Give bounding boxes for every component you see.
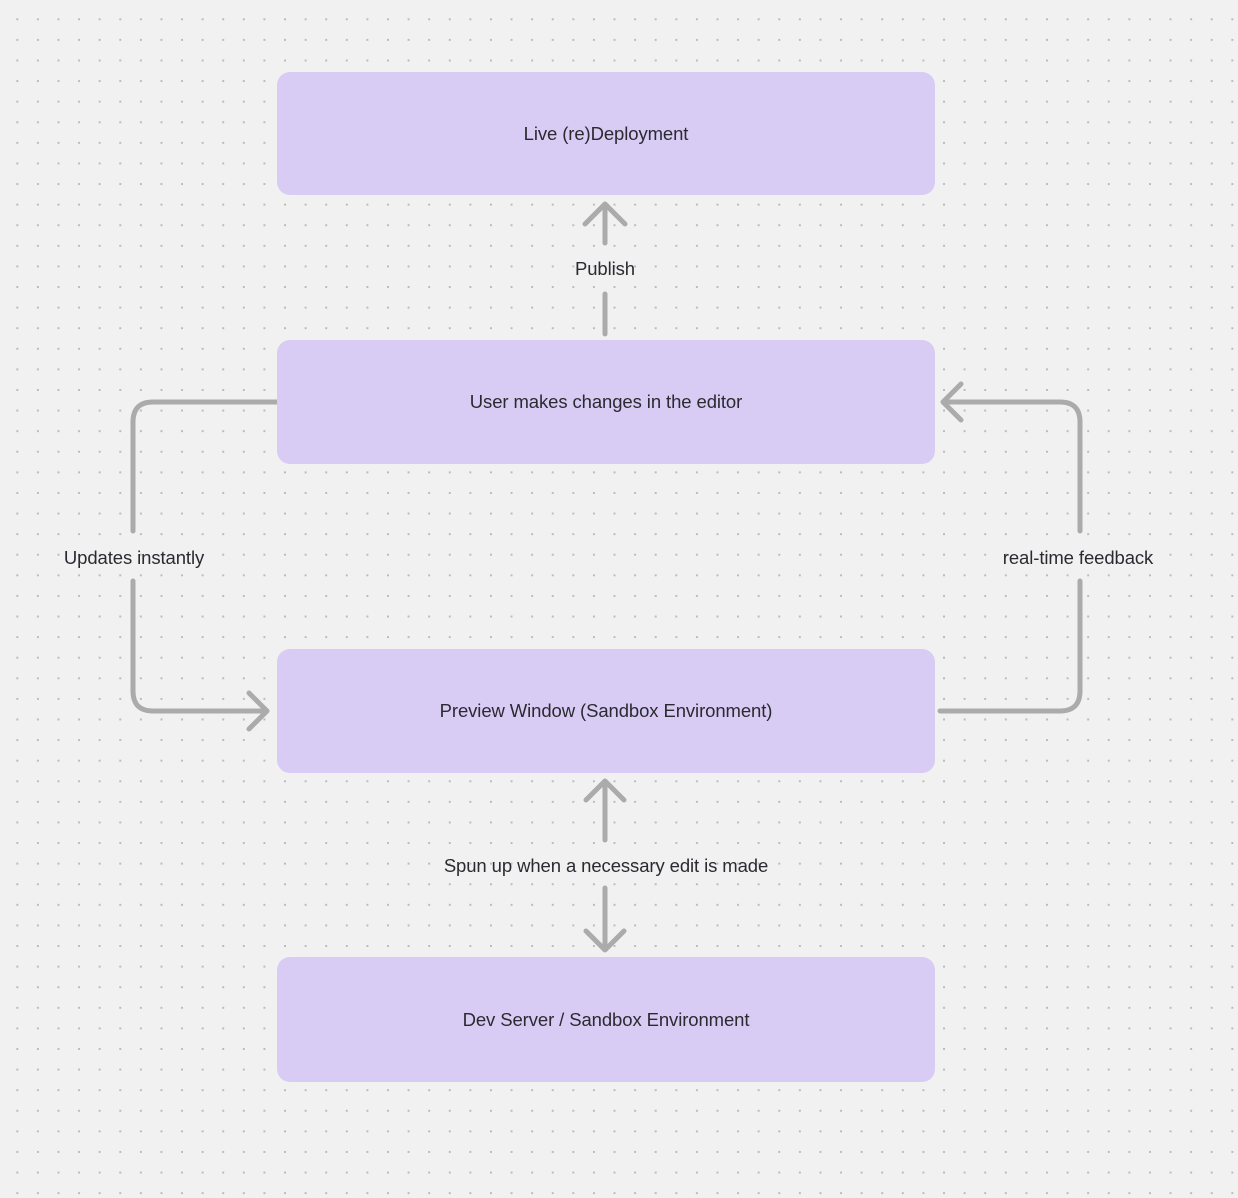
node-label: User makes changes in the editor bbox=[469, 391, 743, 412]
arrowhead-down-icon bbox=[583, 928, 627, 953]
arrowhead-up-icon bbox=[583, 778, 627, 803]
edge-label-real-time-feedback: real-time feedback bbox=[1002, 547, 1154, 568]
node-label: Dev Server / Sandbox Environment bbox=[462, 1008, 750, 1030]
node-live-redeployment: Live (re)Deployment bbox=[277, 72, 935, 195]
node-label: Live (re)Deployment bbox=[523, 122, 689, 144]
real-time-feedback-connector bbox=[937, 381, 1083, 714]
updates-instantly-connector bbox=[130, 399, 280, 732]
publish-arrow bbox=[582, 201, 628, 337]
edge-label-updates-instantly: Updates instantly bbox=[63, 547, 205, 568]
node-user-editor: User makes changes in the editor bbox=[277, 340, 935, 464]
edge-label-publish: Publish bbox=[575, 258, 635, 279]
edge-label-spun-up: Spun up when a necessary edit is made bbox=[443, 855, 769, 876]
node-label: Preview Window (Sandbox Environment) bbox=[439, 700, 773, 721]
arrowhead-up-icon bbox=[582, 201, 628, 227]
node-preview-window: Preview Window (Sandbox Environment) bbox=[277, 649, 935, 773]
node-dev-server: Dev Server / Sandbox Environment bbox=[277, 957, 935, 1082]
arrowhead-right-icon bbox=[246, 690, 270, 732]
spun-up-arrows bbox=[583, 778, 627, 953]
arrowhead-left-icon bbox=[940, 381, 964, 423]
